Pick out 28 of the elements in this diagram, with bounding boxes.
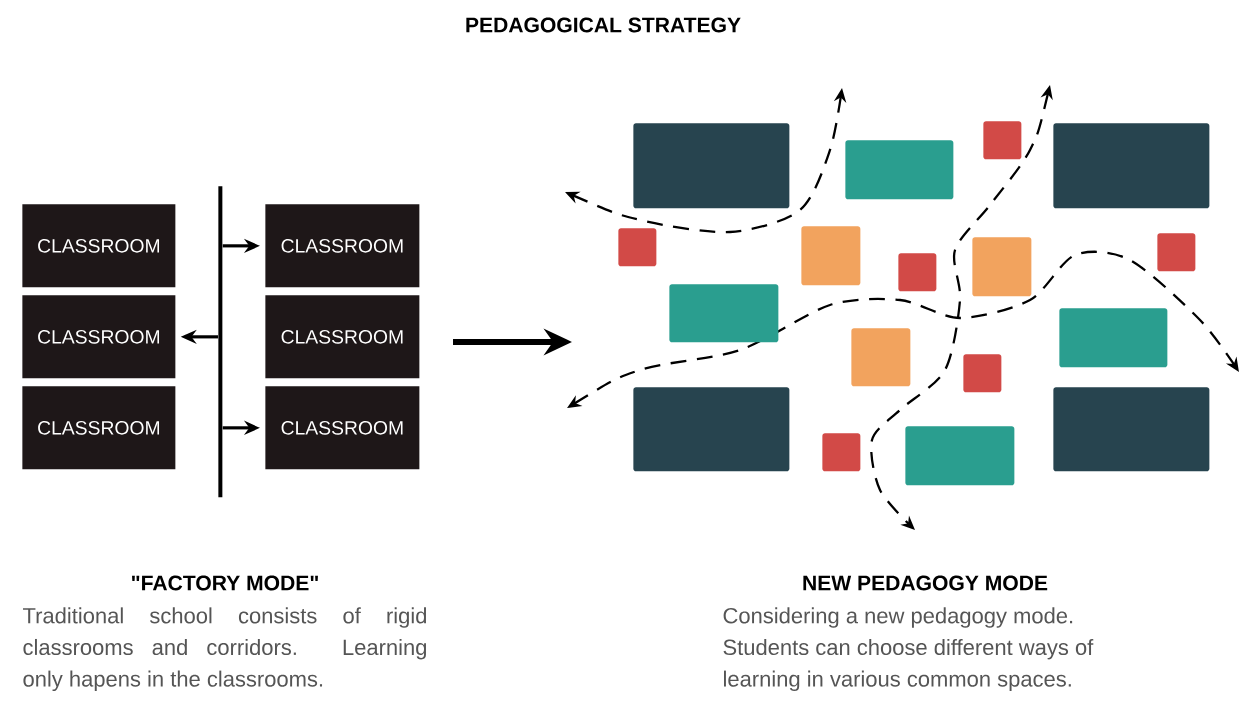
heading: NEW PEDAGOGY MODE — [803, 575, 1048, 591]
space-block — [633, 123, 790, 209]
space-block — [801, 226, 861, 286]
classroom-box: CLASSROOM — [22, 386, 176, 470]
classroom-box: CLASSROOM — [265, 295, 420, 379]
space-block — [618, 228, 657, 267]
space-block — [851, 328, 911, 387]
space-block — [1059, 308, 1168, 368]
space-block — [1053, 387, 1210, 472]
space-block — [633, 387, 790, 472]
classroom-box: CLASSROOM — [265, 386, 420, 470]
space-block — [822, 433, 861, 472]
classroom-box: CLASSROOM — [22, 204, 176, 288]
space-block — [845, 140, 954, 200]
heading: "FACTORY MODE" — [132, 575, 318, 591]
classroom-box: CLASSROOM — [265, 204, 420, 288]
space-block — [905, 426, 1015, 486]
space-block — [963, 354, 1002, 393]
space-block — [983, 121, 1022, 160]
space-block — [898, 253, 937, 292]
space-block — [1157, 233, 1196, 272]
space-block — [669, 284, 779, 343]
description: Traditional school consists of rigid classrooms and corridors. Learning only hapens in the classrooms. — [23, 607, 426, 692]
title: PEDAGOGICAL STRATEGY — [466, 17, 741, 33]
space-block — [1053, 123, 1210, 209]
description: Considering a new pedagogy mode. Students can choose different ways of learning in various common spaces. — [723, 607, 1094, 692]
classroom-box: CLASSROOM — [22, 295, 176, 379]
space-block — [972, 237, 1032, 297]
